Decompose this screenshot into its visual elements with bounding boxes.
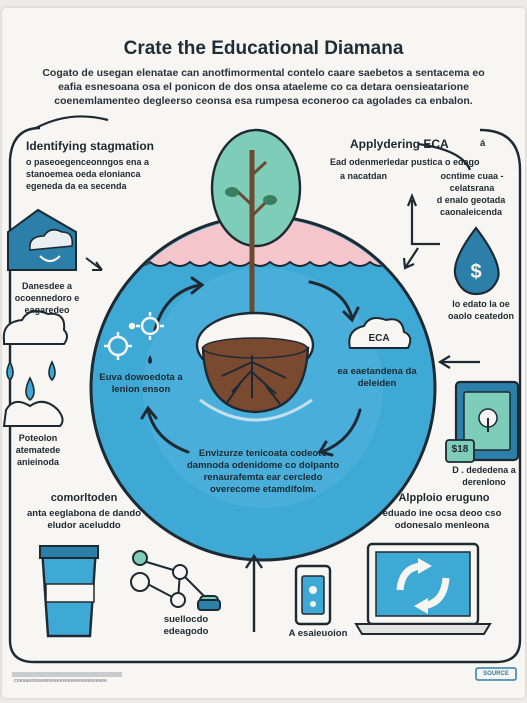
laptop-recycle-icon [354, 542, 492, 635]
bottom-right-heading: Alpploio eruguno [398, 492, 490, 504]
house-cloud-icon [7, 208, 103, 271]
bottom-left-heading: comorltoden [50, 492, 118, 504]
rain-caption: Poteolon atematede anieinoda [15, 433, 61, 467]
phone-caption: A esaieuoion [288, 628, 348, 639]
lightbulb-network-icon [130, 550, 221, 611]
house-caption: Danesdee a ocoennedoro e eagaredeo [14, 281, 80, 315]
money-drop-icon: $ [453, 226, 500, 296]
tablet-caption: D . dededena a derenlono [452, 465, 516, 487]
inner-right-text: ea eaetandena da deleiden [337, 366, 417, 389]
eca-cloud-icon [348, 317, 412, 349]
footer-text: coesaooneeeeeeeeeeeeeeeeeeeeeeeee [14, 678, 107, 684]
left-text: o paseoegenceonngos ena a stanoemea oeda… [26, 157, 150, 191]
svg-text:$: $ [470, 261, 481, 283]
source-logo: SOURCE [483, 671, 509, 677]
tablet-badge: $18 [451, 444, 469, 455]
right-col-1: a nacatdan [340, 171, 388, 181]
inner-left-text: Euva dowoedota a lenion enson [99, 372, 183, 395]
soil-roots-icon [195, 311, 315, 422]
left-heading: Identifying stagmation [26, 139, 155, 153]
right-col-3: d enalo geotada caonaleicenda [436, 195, 506, 217]
eca-label: ECA [368, 333, 390, 344]
bulb-caption: suellocdo edeagodo [163, 614, 209, 637]
bottom-left-text: anta eeglabona de dando eludor aceluddo [26, 508, 142, 531]
footer-strip [12, 667, 517, 681]
right-arrows [35, 115, 480, 369]
intro-paragraph: Cogato de usegan elenatae can anotfimorm… [42, 67, 485, 107]
page-title: Crate the Educational Diamana [123, 38, 404, 59]
right-heading: Applydering ECA [350, 137, 449, 151]
tablet-tree-icon [445, 380, 520, 463]
bottom-right-text: eduado ine ocsa deoo cso odonesalo menle… [382, 508, 502, 531]
right-col-2: ocntime cuaa - celatsrana [440, 171, 504, 193]
gears-icon [104, 312, 164, 364]
rain-cloud-icon [2, 310, 68, 427]
cycle-arrows [140, 276, 362, 457]
inner-bottom-text: Envizurze tenicoata codeoto damnoda oden… [187, 448, 339, 495]
cup-icon [39, 545, 99, 638]
right-text: Ead odenmerledar pustica o edago [330, 157, 480, 167]
up-arrow-icon [245, 553, 263, 632]
drop-caption: lo edato la oe oaolo ceatedon [447, 299, 514, 321]
right-heading-mark: á [480, 138, 486, 149]
phone-icon [294, 564, 332, 626]
frame-outline [8, 126, 522, 664]
